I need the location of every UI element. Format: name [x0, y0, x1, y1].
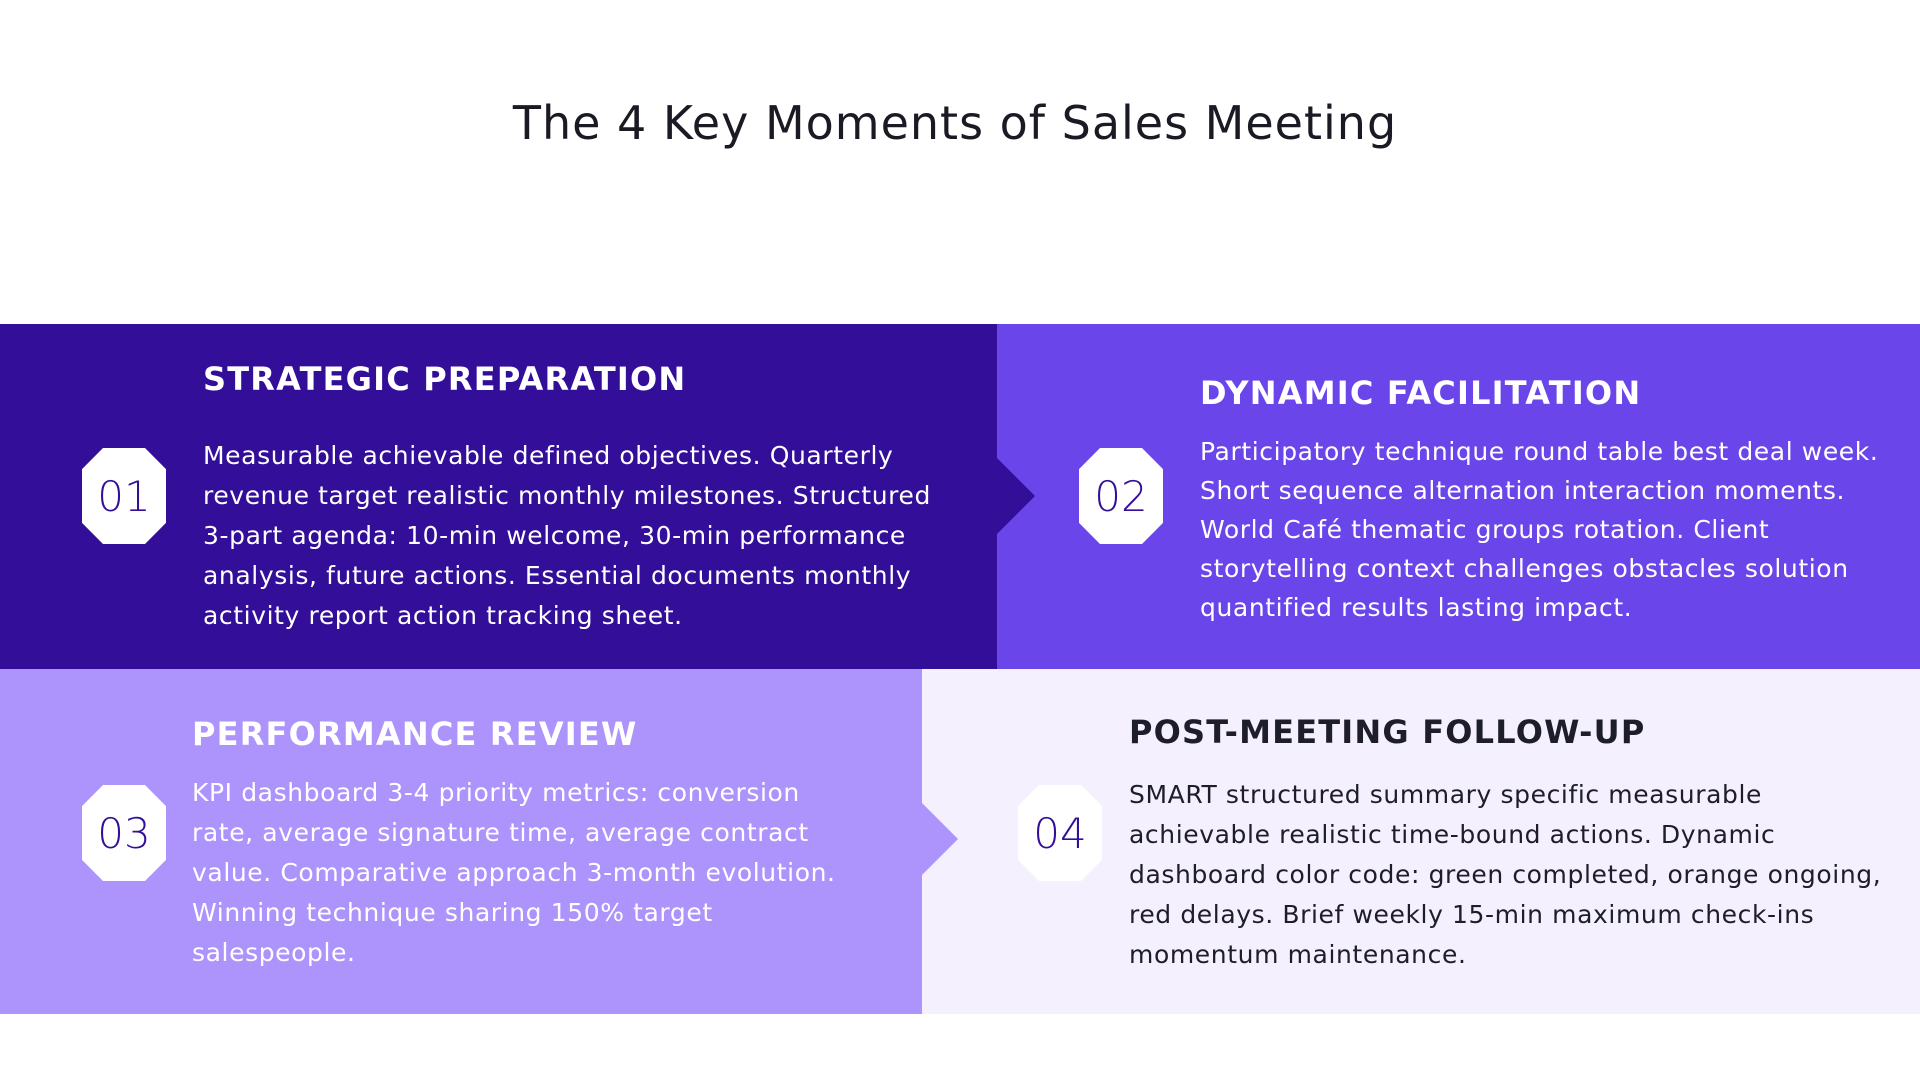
- step-number-badge: 03: [82, 785, 166, 881]
- step-number-badge: 01: [82, 448, 166, 544]
- step-heading: POST-MEETING FOLLOW-UP: [1129, 713, 1646, 751]
- description-line: revenue target realistic monthly milesto…: [203, 481, 931, 510]
- arrow-right-icon: [997, 458, 1035, 534]
- step-panel-2: 02 DYNAMIC FACILITATION Participatory te…: [997, 324, 1920, 669]
- description-line: achievable realistic time-bound actions.…: [1129, 820, 1776, 849]
- step-panel-4: 04 POST-MEETING FOLLOW-UP SMART structur…: [922, 669, 1920, 1014]
- step-description: Measurable achievable defined objectives…: [203, 436, 943, 636]
- step-number-badge: 04: [1018, 785, 1102, 881]
- description-line: activity report action tracking sheet.: [203, 601, 683, 630]
- step-description: Participatory technique round table best…: [1200, 432, 1900, 627]
- description-line: storytelling context challenges obstacle…: [1200, 554, 1849, 583]
- step-number-badge: 02: [1079, 448, 1163, 544]
- step-heading: STRATEGIC PREPARATION: [203, 360, 687, 398]
- description-line: Participatory technique round table best…: [1200, 437, 1879, 466]
- arrow-right-icon: [920, 801, 958, 877]
- description-line: 3-part agenda: 10-min welcome, 30-min pe…: [203, 521, 906, 550]
- step-heading: PERFORMANCE REVIEW: [192, 715, 638, 753]
- description-line: Short sequence alternation interaction m…: [1200, 476, 1846, 505]
- description-line: KPI dashboard 3-4 priority metrics: conv…: [192, 778, 800, 807]
- description-line: rate, average signature time, average co…: [192, 818, 809, 847]
- description-line: dashboard color code: green completed, o…: [1129, 860, 1882, 889]
- description-line: momentum maintenance.: [1129, 940, 1467, 969]
- page-title: The 4 Key Moments of Sales Meeting: [512, 96, 1398, 150]
- step-description: KPI dashboard 3-4 priority metrics: conv…: [192, 773, 872, 973]
- step-heading: DYNAMIC FACILITATION: [1200, 374, 1642, 412]
- description-line: SMART structured summary specific measur…: [1129, 780, 1763, 809]
- step-panel-3: 03 PERFORMANCE REVIEW KPI dashboard 3-4 …: [0, 669, 958, 1014]
- description-line: value. Comparative approach 3-month evol…: [192, 858, 836, 887]
- description-line: red delays. Brief weekly 15-min maximum …: [1129, 900, 1815, 929]
- description-line: analysis, future actions. Essential docu…: [203, 561, 912, 590]
- step-panel-1: 01 STRATEGIC PREPARATION Measurable achi…: [0, 324, 1035, 669]
- description-line: salespeople.: [192, 938, 356, 967]
- description-line: Measurable achievable defined objectives…: [203, 441, 894, 470]
- description-line: World Café thematic groups rotation. Cli…: [1200, 515, 1770, 544]
- step-description: SMART structured summary specific measur…: [1129, 775, 1909, 975]
- description-line: quantified results lasting impact.: [1200, 593, 1633, 622]
- description-line: Winning technique sharing 150% target: [192, 898, 713, 927]
